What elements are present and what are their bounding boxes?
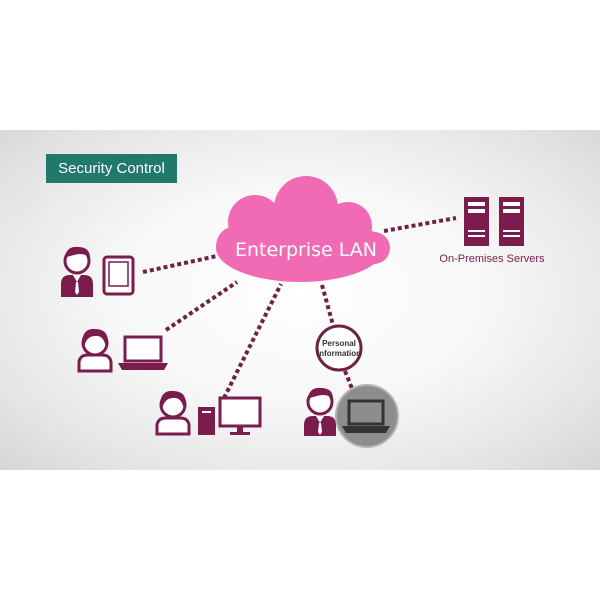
personal-info-line1: Personal <box>322 339 356 348</box>
man-icon <box>61 246 93 297</box>
laptop-icon <box>118 335 168 370</box>
link-tablet <box>142 254 218 274</box>
link-desktop <box>222 283 283 399</box>
link-cloud-badge <box>320 284 335 326</box>
laptop-icon <box>342 399 390 433</box>
security-control-badge: Security Control <box>46 154 177 183</box>
cloud-shape <box>216 176 390 282</box>
link-servers <box>383 216 457 233</box>
tablet-icon <box>102 255 135 296</box>
man-icon <box>304 387 336 436</box>
woman-icon <box>77 328 113 373</box>
cloud-label: Enterprise LAN <box>235 239 377 261</box>
video-frame: Enterprise LAN On-Premises Servers <box>0 130 600 470</box>
network-diagram: Enterprise LAN On-Premises Servers <box>61 176 545 448</box>
personal-information-badge <box>315 324 363 372</box>
servers-label: On-Premises Servers <box>439 253 545 265</box>
desktop-icon <box>198 396 262 435</box>
server-icon <box>464 197 524 246</box>
personal-info-line2: Information <box>317 349 361 358</box>
woman-icon <box>155 390 191 436</box>
link-laptop-1 <box>164 280 239 332</box>
